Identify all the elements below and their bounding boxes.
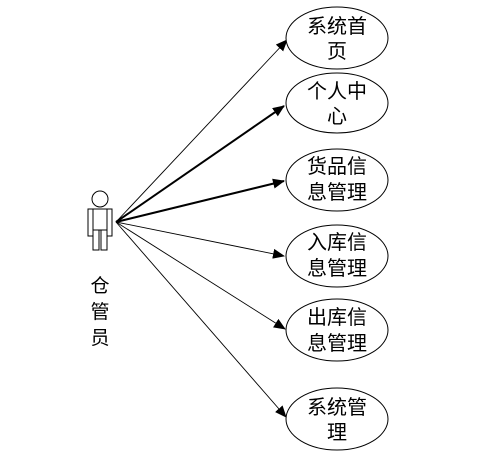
actor-figure — [87, 190, 113, 251]
use-case-home-ellipse — [285, 6, 389, 70]
arrow-to-system — [115, 221, 287, 418]
use-case-profile-line-1: 个人中 — [307, 79, 367, 103]
use-case-system-line-2: 理 — [327, 420, 347, 444]
use-case-profile: 个人中 心 — [285, 72, 389, 134]
use-case-goods-ellipse — [285, 148, 389, 212]
use-case-home: 系统首 页 — [285, 6, 389, 70]
use-case-goods: 货品信 息管理 — [285, 148, 389, 212]
use-case-home-line-1: 系统首 — [307, 14, 367, 38]
use-case-outbound-ellipse — [285, 298, 389, 362]
actor-left-arm — [87, 208, 94, 237]
use-case-inbound-line-2: 息管理 — [307, 256, 367, 280]
use-case-inbound-ellipse — [285, 224, 389, 288]
associations — [115, 39, 288, 418]
actor-right-arm — [106, 208, 113, 237]
use-case-goods-line-1: 货品信 — [307, 154, 367, 178]
use-case-profile-line-2: 心 — [327, 104, 347, 128]
actor-head — [91, 190, 109, 208]
use-case-inbound-line-1: 入库信 — [307, 230, 367, 254]
arrow-to-outbound — [115, 221, 286, 330]
actor-label-line-1: 仓 — [90, 275, 109, 297]
actor-right-leg — [100, 229, 108, 251]
actor-label-line-2: 管 — [90, 301, 109, 323]
actor-torso — [92, 208, 108, 231]
arrow-to-profile — [115, 105, 285, 223]
use-case-system-line-1: 系统管 — [307, 395, 367, 419]
use-case-outbound-line-2: 息管理 — [307, 331, 367, 355]
use-case-profile-ellipse — [285, 72, 389, 134]
arrow-to-home — [115, 39, 288, 223]
use-case-inbound: 入库信 息管理 — [285, 224, 389, 288]
actor-label-line-3: 员 — [90, 327, 109, 349]
actor-left-leg — [92, 229, 100, 251]
use-case-system: 系统管 理 — [285, 387, 389, 451]
use-case-outbound-line-1: 出库信 — [307, 305, 367, 329]
use-case-home-line-2: 页 — [327, 39, 347, 63]
use-case-system-ellipse — [285, 387, 389, 451]
arrow-to-inbound — [115, 221, 285, 259]
use-case-goods-line-2: 息管理 — [307, 180, 367, 204]
arrow-to-goods — [115, 178, 285, 223]
use-case-outbound: 出库信 息管理 — [285, 298, 389, 362]
